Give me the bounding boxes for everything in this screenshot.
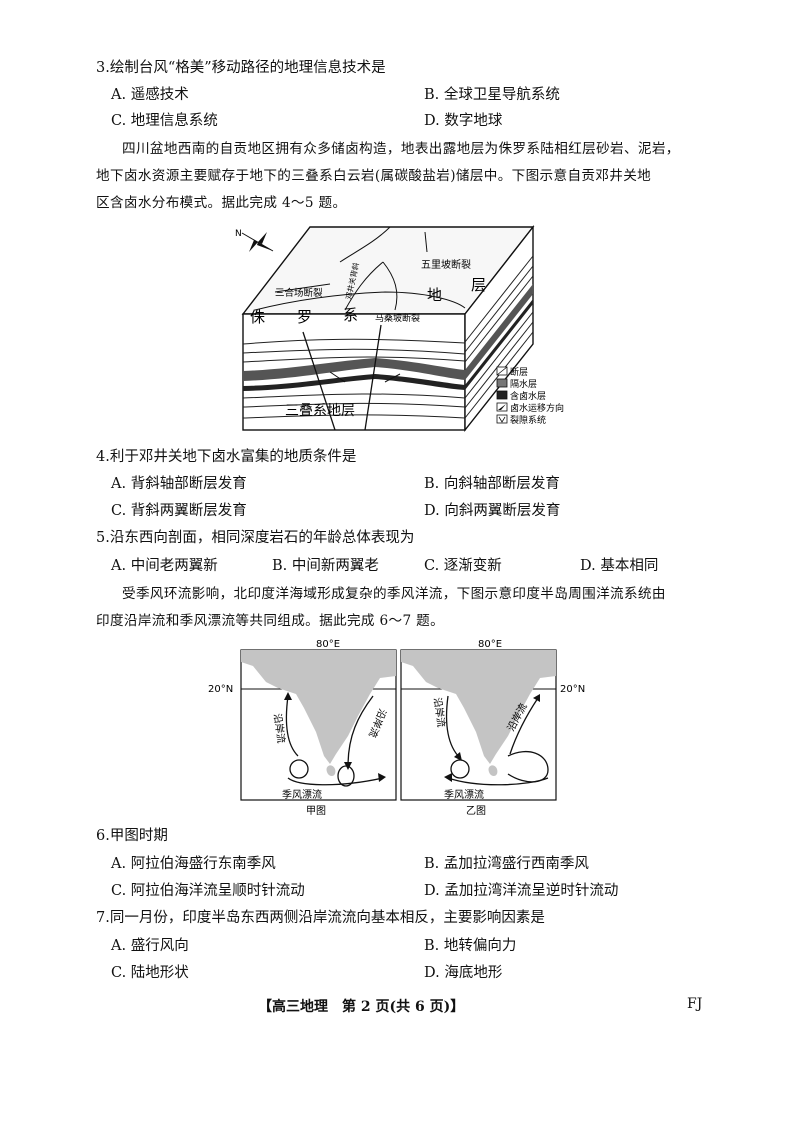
front-strata (242, 324, 466, 431)
q4-stem: 4.利于邓井关地下卤水富集的地质条件是 (96, 449, 357, 465)
q6-option-b: B. 孟加拉湾盛行西南季风 (424, 856, 589, 872)
label-luo: 罗 (297, 308, 312, 326)
label-triassic: 三叠系地层 (285, 403, 355, 419)
label-sanhe-fault: 三合场断裂 (275, 287, 323, 299)
map-b-gyre-west (450, 759, 470, 779)
label-wuli-fault: 五里坡断裂 (421, 258, 471, 271)
compass-icon: N (235, 229, 274, 252)
passage-1-line-1: 四川盆地西南的自贡地区拥有众多储卤构造，地表出露地层为侏罗系陆相红层砂岩、泥岩， (122, 141, 680, 157)
label-zhu: 侏 (250, 308, 265, 326)
q6-option-d: D. 孟加拉湾洋流呈逆时针流动 (424, 883, 619, 899)
q3-option-c: C. 地理信息系统 (111, 113, 218, 129)
map-a-east-current (347, 695, 374, 767)
map-a-drift (287, 777, 384, 786)
q6-stem: 6.甲图时期 (96, 828, 168, 844)
q7-option-a: A. 盛行风向 (111, 938, 189, 954)
q5-option-b: B. 中间新两翼老 (272, 558, 379, 574)
q5-stem: 5.沿东西向剖面，相同深度岩石的年龄总体表现为 (96, 530, 415, 546)
q6-option-a: A. 阿拉伯海盛行东南季风 (111, 856, 276, 872)
q7-option-b: B. 地转偏向力 (424, 938, 517, 954)
legend-brine-layer: 含卤水层 (510, 390, 546, 402)
q4-option-b: B. 向斜轴部断层发育 (424, 476, 560, 492)
india-current-maps: 80°E 20°N 沿岸流 沿岸流 季风漂流 甲图 80°E 20°N 沿岸流 … (208, 639, 585, 817)
map-b-title: 乙图 (466, 805, 486, 817)
map-a-west-current (285, 695, 299, 757)
q7-stem: 7.同一月份，印度半岛东西两侧沿岸流流向基本相反，主要影响因素是 (96, 910, 545, 926)
q3-option-b: B. 全球卫星导航系统 (424, 87, 560, 103)
q5-option-c: C. 逐渐变新 (424, 558, 502, 574)
map-a-title: 甲图 (306, 805, 326, 817)
passage-2: 受季风环流影响，北印度洋海域形成复杂的季风洋流，下图示意印度半岛周围洋流系统由 … (96, 581, 716, 635)
q7-option-c: C. 陆地形状 (111, 965, 189, 981)
label-di: 地 (427, 286, 442, 304)
q7-option-d: D. 海底地形 (424, 965, 503, 981)
map-b-east-current (509, 697, 539, 755)
label-masang-fault: 马桑坡断裂 (375, 312, 420, 324)
q3-option-a: A. 遥感技术 (111, 87, 189, 103)
map-a-gyre-west (289, 759, 309, 779)
q4-option-c: C. 背斜两翼断层发育 (111, 503, 247, 519)
passage-1: 四川盆地西南的自贡地区拥有众多储卤构造，地表出露地层为侏罗系陆相红层砂岩、泥岩，… (96, 136, 716, 217)
q6-option-c: C. 阿拉伯海洋流呈顺时针流动 (111, 883, 305, 899)
q3-option-d: D. 数字地球 (424, 113, 503, 129)
q3-stem: 3.绘制台风“格美”移动路径的地理信息技术是 (96, 60, 386, 76)
figure1-legend: 断层 隔水层 含卤水层 卤水运移方向 裂隙系统 (496, 366, 564, 426)
map-b-land (401, 650, 556, 764)
q4-option-d: D. 向斜两翼断层发育 (424, 503, 561, 519)
footer-code: FJ (687, 996, 703, 1012)
compass-north-label: N (235, 229, 242, 239)
map-a-gyre-east (337, 765, 355, 787)
map-a-lat: 20°N (208, 684, 233, 695)
geology-block-diagram: N 五里坡断裂 三合场断裂 邓井关背斜 马桑坡断裂 地 (235, 224, 564, 433)
passage-2-line-2: 印度沿岸流和季风漂流等共同组成。据此完成 6～7 题。 (96, 613, 445, 629)
passage-2-line-1: 受季风环流影响，北印度洋海域形成复杂的季风洋流，下图示意印度半岛周围洋流系统由 (122, 586, 666, 602)
label-xi: 系 (343, 306, 358, 324)
map-a-lon: 80°E (316, 639, 340, 650)
map-a-west-coastal-label: 沿岸流 (271, 713, 288, 745)
legend-fault: 断层 (510, 366, 528, 378)
q5-option-a: A. 中间老两翼新 (111, 558, 218, 574)
map-a-land (241, 650, 396, 764)
q5-option-d: D. 基本相同 (580, 558, 659, 574)
map-b-drift-label: 季风漂流 (444, 788, 484, 801)
passage-1-line-2: 地下卤水资源主要赋存于地下的三叠系白云岩(属碳酸盐岩)储层中。下图示意自贡邓井关… (96, 168, 652, 184)
map-b-lon: 80°E (478, 639, 502, 650)
legend-fracture: 裂隙系统 (510, 414, 546, 426)
passage-1-line-3: 区含卤水分布模式。据此完成 4～5 题。 (96, 195, 347, 211)
map-b-west-coastal-label: 沿岸流 (431, 697, 448, 729)
map-b-gyre-east (507, 751, 549, 783)
map-b-west-current (445, 695, 461, 759)
map-b-sri-lanka (488, 765, 498, 777)
map-a-sri-lanka (326, 765, 336, 777)
legend-migration: 卤水运移方向 (510, 402, 564, 414)
map-b-lat: 20°N (560, 684, 585, 695)
q4-option-a: A. 背斜轴部断层发育 (111, 476, 247, 492)
label-ceng: 层 (471, 276, 486, 294)
map-a-drift-label: 季风漂流 (282, 788, 322, 801)
legend-aquiclude: 隔水层 (510, 378, 537, 390)
page-footer: 【高三地理 第 2 页(共 6 页)】 (258, 999, 465, 1015)
